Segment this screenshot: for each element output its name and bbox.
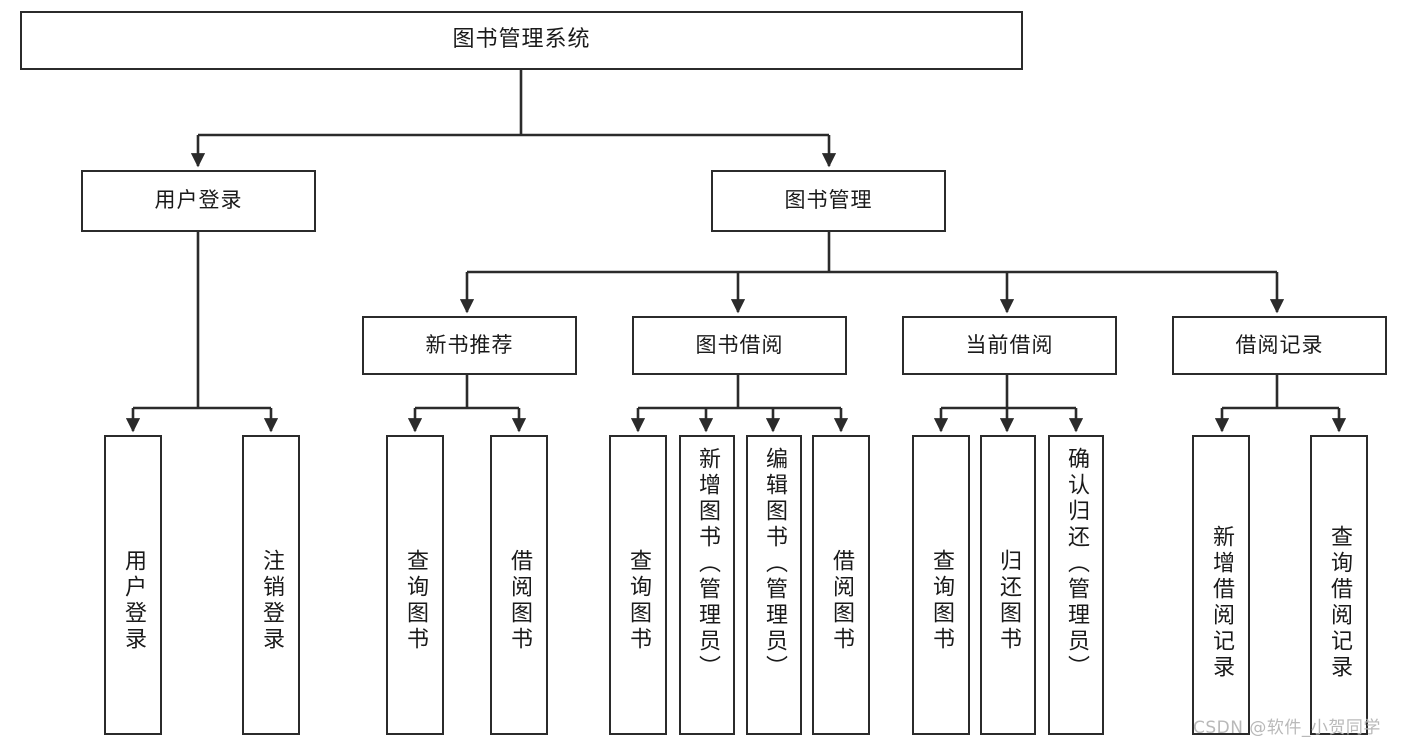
node-label: 查询图书 [929,549,954,653]
node-current-borrow[interactable]: 当前借阅 [902,316,1117,375]
node-label: 注销登录 [259,549,284,653]
node-label: 新增借阅记录 [1209,525,1234,681]
leaf-edit-book-admin[interactable]: 编辑图书（管理员） [746,435,802,735]
node-new-book-recommend[interactable]: 新书推荐 [362,316,577,375]
leaf-user-login[interactable]: 用户登录 [104,435,162,735]
node-label: 归还图书 [996,549,1021,653]
node-label: 用户登录 [121,549,146,653]
node-label: 借阅记录 [1235,332,1324,357]
node-label: 图书管理系统 [452,27,591,53]
node-label: 用户登录 [154,188,243,213]
node-user-login[interactable]: 用户登录 [81,170,316,232]
node-label: 借阅图书 [507,549,532,653]
leaf-borrow-book-2[interactable]: 借阅图书 [812,435,870,735]
node-label: 查询图书 [626,549,651,653]
node-label: 当前借阅 [965,332,1054,357]
leaf-confirm-return-admin[interactable]: 确认归还（管理员） [1048,435,1104,735]
leaf-query-borrow-record[interactable]: 查询借阅记录 [1310,435,1368,735]
csdn-watermark: CSDN @软件_小贺同学 [1193,718,1381,738]
node-root-system[interactable]: 图书管理系统 [20,11,1023,70]
leaf-return-book[interactable]: 归还图书 [980,435,1036,735]
node-label: 新书推荐 [425,332,514,357]
leaf-query-book-2[interactable]: 查询图书 [609,435,667,735]
node-label: 新增图书（管理员） [695,447,720,681]
node-label: 编辑图书（管理员） [762,447,787,681]
leaf-query-book-1[interactable]: 查询图书 [386,435,444,735]
leaf-query-book-3[interactable]: 查询图书 [912,435,970,735]
node-label: 确认归还（管理员） [1064,447,1089,681]
node-book-borrow[interactable]: 图书借阅 [632,316,847,375]
node-label: 查询图书 [403,549,428,653]
node-borrow-record[interactable]: 借阅记录 [1172,316,1387,375]
leaf-add-book-admin[interactable]: 新增图书（管理员） [679,435,735,735]
leaf-add-borrow-record[interactable]: 新增借阅记录 [1192,435,1250,735]
node-label: 借阅图书 [829,549,854,653]
node-label: 图书管理 [784,188,873,213]
leaf-borrow-book-1[interactable]: 借阅图书 [490,435,548,735]
node-book-management[interactable]: 图书管理 [711,170,946,232]
node-label: 查询借阅记录 [1327,525,1352,681]
node-label: 图书借阅 [695,332,784,357]
leaf-logout-login[interactable]: 注销登录 [242,435,300,735]
